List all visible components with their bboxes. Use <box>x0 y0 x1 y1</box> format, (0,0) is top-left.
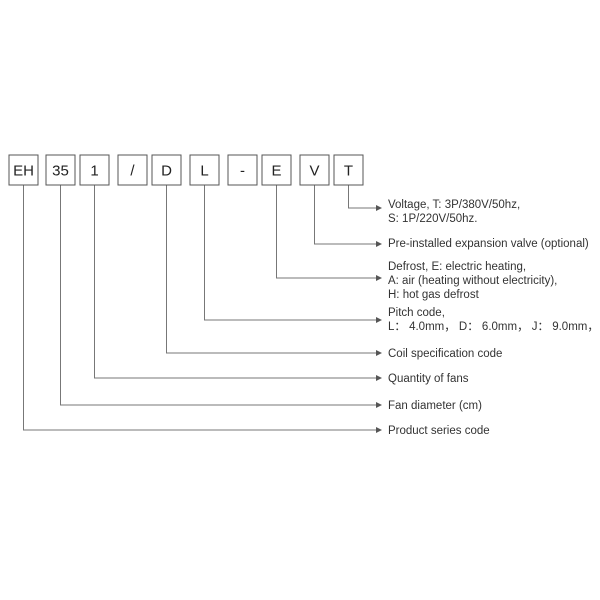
code-box-slash: / <box>117 154 148 186</box>
label-line: Coil specification code <box>388 348 502 360</box>
label-line: Quantity of fans <box>388 373 469 385</box>
arrowhead-icon <box>376 317 382 323</box>
code-box-text: T <box>344 163 353 180</box>
leader-lines <box>23 185 382 433</box>
code-box-text: L <box>200 163 208 180</box>
code-box-fan-quantity: 1 <box>79 154 110 186</box>
leader-line-valve <box>314 185 377 245</box>
code-box-series: EH <box>8 154 39 186</box>
leader-line-series <box>23 185 377 431</box>
code-box-fan-diameter: 35 <box>45 154 76 186</box>
label-line: Defrost, E: electric heating, <box>388 261 526 273</box>
arrowhead-icon <box>376 375 382 381</box>
label-pitch: Pitch code, L： 4.0mm， D： 6.0mm， J： 9.0mm， <box>388 307 599 333</box>
arrowhead-icon <box>376 241 382 247</box>
label-line: Voltage, T: 3P/380V/50hz, <box>388 199 520 211</box>
leader-line-defrost <box>276 185 377 279</box>
label-valve: Pre-installed expansion valve (optional) <box>388 238 589 250</box>
code-box-coil: D <box>151 154 182 186</box>
label-line: A: air (heating without electricity), <box>388 275 557 287</box>
code-box-frame <box>299 154 330 186</box>
code-box-text: V <box>309 163 319 180</box>
code-box-text: - <box>240 163 245 180</box>
code-boxes: EH 35 1 / D L - E V T <box>8 154 364 186</box>
arrowhead-icon <box>376 402 382 408</box>
label-voltage: Voltage, T: 3P/380V/50hz, S: 1P/220V/50hz… <box>388 199 520 225</box>
label-line: Pre-installed expansion valve (optional) <box>388 238 589 250</box>
code-box-text: 35 <box>52 163 69 180</box>
label-line: Product series code <box>388 425 490 437</box>
leader-line-fan-quantity <box>94 185 377 379</box>
code-box-frame <box>189 154 220 186</box>
label-fan-quantity: Quantity of fans <box>388 373 469 385</box>
arrowhead-icon <box>376 427 382 433</box>
label-line: L： 4.0mm， D： 6.0mm， J： 9.0mm， <box>388 321 599 333</box>
label-line: Fan diameter (cm) <box>388 400 482 412</box>
arrowhead-icon <box>376 275 382 281</box>
code-box-frame <box>8 154 39 186</box>
code-box-pitch: L <box>189 154 220 186</box>
code-box-frame <box>227 154 258 186</box>
label-coil: Coil specification code <box>388 348 502 360</box>
code-box-text: EH <box>13 163 34 180</box>
code-box-frame <box>79 154 110 186</box>
code-box-frame <box>333 154 364 186</box>
label-defrost: Defrost, E: electric heating, A: air (hea… <box>388 261 557 301</box>
arrowhead-icon <box>376 205 382 211</box>
leader-line-voltage <box>348 185 377 209</box>
code-box-frame <box>151 154 182 186</box>
code-box-dash: - <box>227 154 258 186</box>
leader-line-pitch <box>204 185 377 321</box>
code-box-text: / <box>130 163 135 180</box>
leader-line-fan-diameter <box>60 185 377 406</box>
leader-line-coil <box>166 185 377 354</box>
code-box-valve: V <box>299 154 330 186</box>
code-box-text: 1 <box>90 163 98 180</box>
code-box-frame <box>261 154 292 186</box>
code-labels: Voltage, T: 3P/380V/50hz, S: 1P/220V/50hz… <box>388 199 599 437</box>
code-box-frame <box>45 154 76 186</box>
arrowhead-icon <box>376 350 382 356</box>
code-box-text: E <box>271 163 281 180</box>
label-line: H: hot gas defrost <box>388 289 480 301</box>
code-box-voltage: T <box>333 154 364 186</box>
label-series: Product series code <box>388 425 490 437</box>
label-line: Pitch code, <box>388 307 445 319</box>
code-box-defrost: E <box>261 154 292 186</box>
code-box-frame <box>117 154 148 186</box>
code-box-text: D <box>161 163 172 180</box>
label-line: S: 1P/220V/50hz. <box>388 213 478 225</box>
label-fan-diameter: Fan diameter (cm) <box>388 400 482 412</box>
